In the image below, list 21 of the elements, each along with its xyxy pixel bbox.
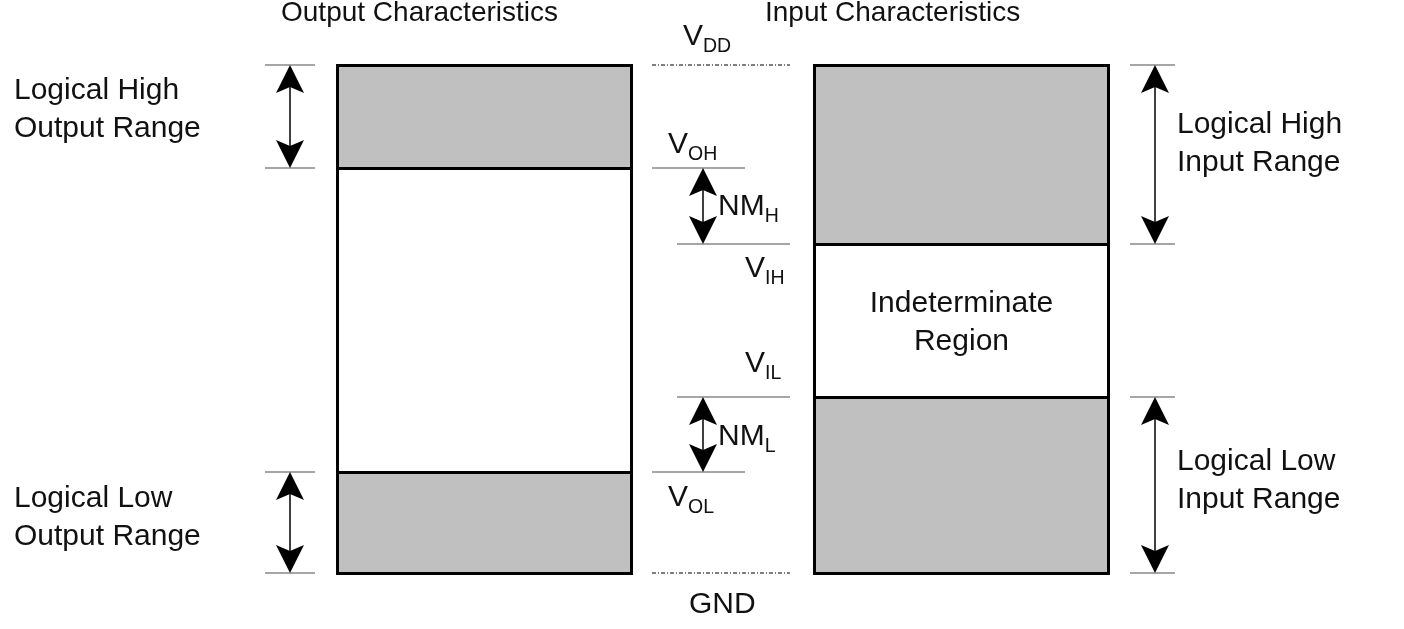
- range-band: [813, 396, 1110, 575]
- noise-margin-label: NM$_{H}$: [718, 187, 779, 228]
- range-band: [336, 64, 633, 170]
- range-band: [336, 167, 633, 474]
- range-band: [336, 471, 633, 575]
- range-label: Logical High Input Range: [1177, 105, 1344, 179]
- voltage-label: V$_{OH}$: [668, 125, 718, 166]
- region-label: Indeterminate Region: [868, 284, 1055, 358]
- voltage-label: V$_{IL}$: [745, 344, 782, 385]
- heading: Input Characteristics: [765, 0, 1021, 29]
- range-label: Logical Low Output Range: [14, 479, 202, 553]
- region-band: [813, 243, 1110, 399]
- voltage-label: GND: [689, 585, 756, 621]
- heading: Output Characteristics: [281, 0, 558, 29]
- voltage-label: V$_{DD}$: [683, 17, 732, 58]
- noise-margin-label: NM$_{L}$: [718, 417, 776, 458]
- range-label: Logical High Output Range: [14, 71, 202, 145]
- range-band: [813, 64, 1110, 246]
- range-label: Logical Low Input Range: [1177, 442, 1342, 516]
- voltage-label: V$_{OL}$: [668, 478, 715, 519]
- voltage-label: V$_{IH}$: [745, 249, 785, 290]
